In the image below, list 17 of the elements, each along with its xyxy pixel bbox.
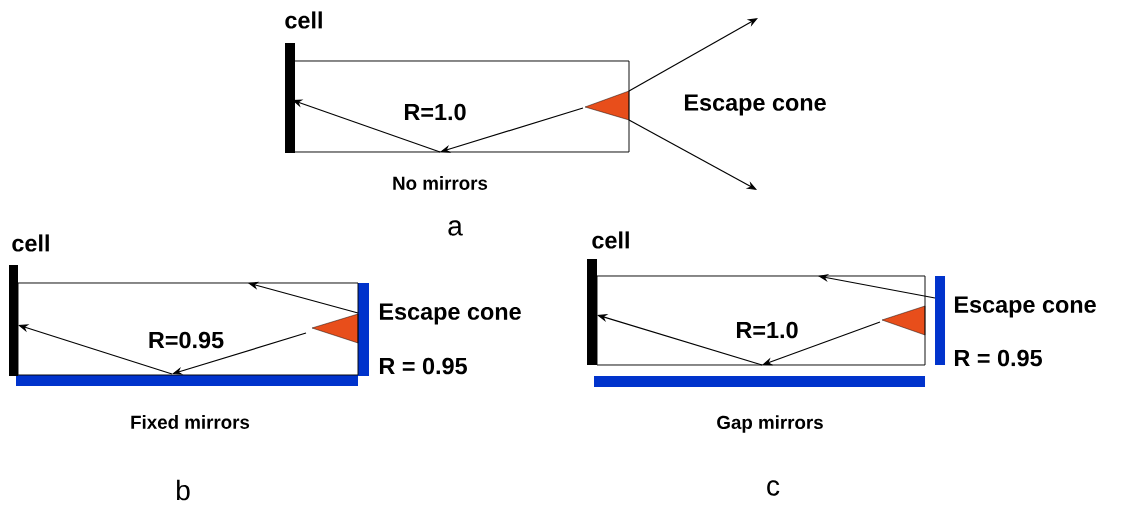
annotation-label: R = 0.95 <box>380 357 467 375</box>
panel-letter: a <box>448 220 463 236</box>
annotation-label: Escape cone <box>685 94 826 116</box>
annotation-label: Escape cone <box>380 303 521 325</box>
annotation-label: cell <box>12 234 49 252</box>
panel-caption: No mirrors <box>393 176 488 190</box>
reflectivity-label: R=1.0 <box>734 320 800 340</box>
panel-letter: b <box>177 479 190 501</box>
panel-caption: Gap mirrors <box>717 415 823 433</box>
annotation-label: Escape cone <box>955 296 1096 318</box>
annotation-label: R = 0.95 <box>955 349 1042 367</box>
reflectivity-label: R=1.0 <box>402 102 468 122</box>
panel-letter: c <box>767 480 780 496</box>
reflectivity-label: R=0.95 <box>146 330 226 350</box>
annotation-label: cell <box>285 11 322 29</box>
annotation-label: cell <box>592 231 629 249</box>
panel-caption: Fixed mirrors <box>131 415 250 429</box>
